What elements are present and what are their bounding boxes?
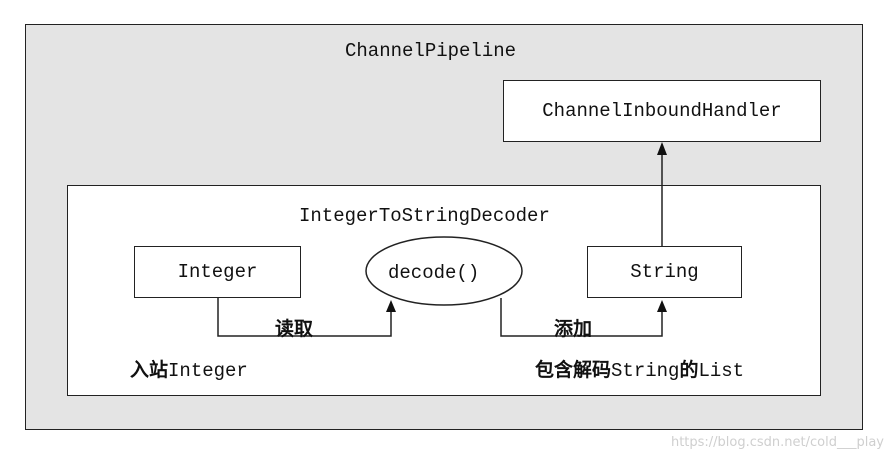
- add-label: 添加: [554, 318, 593, 340]
- string-box: String: [587, 246, 742, 298]
- integer-to-decode-arrowhead: [386, 300, 396, 312]
- decode-ellipse: [365, 236, 523, 306]
- decoded-list-caption-middle: String: [611, 360, 680, 382]
- decoded-list-caption-prefix: 包含解码: [535, 359, 612, 381]
- integer-box: Integer: [134, 246, 301, 298]
- decode-to-string-arrow: [500, 298, 663, 337]
- channel-pipeline-title: ChannelPipeline: [345, 40, 517, 62]
- string-to-handler-arrowhead: [657, 142, 667, 155]
- watermark-text: https://blog.csdn.net/cold___play: [670, 435, 884, 450]
- decoded-list-caption: 包含解码String的List: [535, 355, 744, 382]
- read-label: 读取: [275, 318, 314, 340]
- inbound-integer-caption: 入站Integer: [130, 355, 248, 382]
- inbound-integer-caption-prefix: 入站: [130, 359, 169, 381]
- decoded-list-caption-suffix: List: [698, 360, 745, 382]
- inbound-integer-caption-suffix: Integer: [168, 360, 248, 382]
- decoded-list-caption-cjk: 的: [679, 359, 699, 381]
- integer-to-decode-arrow: [217, 298, 392, 337]
- decoder-title: IntegerToStringDecoder: [299, 205, 550, 227]
- channel-inbound-handler-box: ChannelInboundHandler: [503, 80, 821, 142]
- decode-to-string-arrowhead: [657, 300, 667, 312]
- decode-label: decode(): [388, 262, 480, 284]
